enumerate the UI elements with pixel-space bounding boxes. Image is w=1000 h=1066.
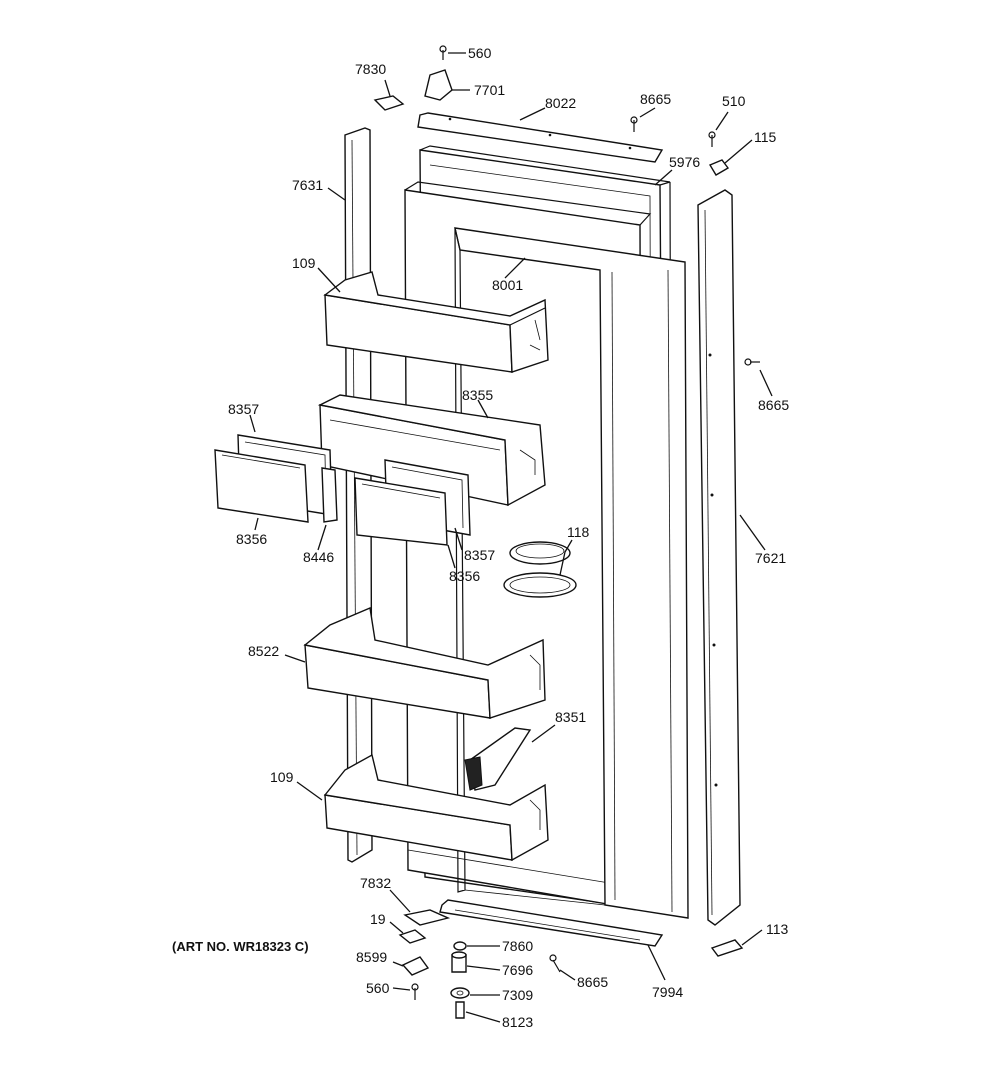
label-8665-top: 8665: [640, 91, 671, 107]
label-7701: 7701: [474, 82, 505, 98]
art-number: (ART NO. WR18323 C): [172, 939, 309, 954]
right-trim-7621: [697, 189, 741, 926]
label-109-top: 109: [292, 255, 316, 271]
label-7994: 7994: [652, 984, 683, 1000]
label-8022: 8022: [545, 95, 576, 111]
label-19: 19: [370, 911, 386, 927]
door-8356-right: [354, 477, 448, 546]
label-560-top: 560: [468, 45, 492, 61]
label-118: 118: [567, 524, 590, 540]
label-115: 115: [754, 129, 777, 145]
label-7860: 7860: [502, 938, 533, 954]
egg-tray-118: [503, 541, 577, 598]
hinge-8446: [321, 467, 338, 523]
label-8356-right: 8356: [449, 568, 480, 584]
leader-lines: [249, 52, 773, 1023]
label-8599: 8599: [356, 949, 387, 965]
door-shelf-109-top: [323, 271, 549, 373]
label-113: 113: [766, 921, 789, 937]
door-8356-left: [214, 449, 309, 523]
label-510: 510: [722, 93, 746, 109]
label-8357-right: 8357: [464, 547, 495, 563]
label-7832: 7832: [360, 875, 391, 891]
label-7631: 7631: [292, 177, 323, 193]
label-109-bottom: 109: [270, 769, 294, 785]
label-7309: 7309: [502, 987, 533, 1003]
label-8356-left: 8356: [236, 531, 267, 547]
label-8123: 8123: [502, 1014, 533, 1030]
small-parts: [373, 45, 760, 1019]
part-labels: 560 7701 7830 8022 8665 510 115 5976 763…: [172, 45, 789, 1030]
label-8357-left: 8357: [228, 401, 259, 417]
label-8355: 8355: [462, 387, 493, 403]
door-shelf-8522: [303, 607, 546, 719]
label-5976: 5976: [669, 154, 700, 170]
label-8351: 8351: [555, 709, 586, 725]
door-shelf-109-bottom: [323, 753, 549, 862]
label-7621: 7621: [755, 550, 786, 566]
label-8665-bottom: 8665: [577, 974, 608, 990]
label-8446: 8446: [303, 549, 334, 565]
top-cap-8022: [417, 112, 664, 163]
label-7696: 7696: [502, 962, 533, 978]
label-7830: 7830: [355, 61, 386, 77]
bin-8351: [464, 727, 532, 791]
bottom-channel-7994: [439, 899, 664, 947]
label-8001: 8001: [492, 277, 523, 293]
label-560-bottom: 560: [366, 980, 390, 996]
label-8522: 8522: [248, 643, 279, 659]
label-8665-right: 8665: [758, 397, 789, 413]
